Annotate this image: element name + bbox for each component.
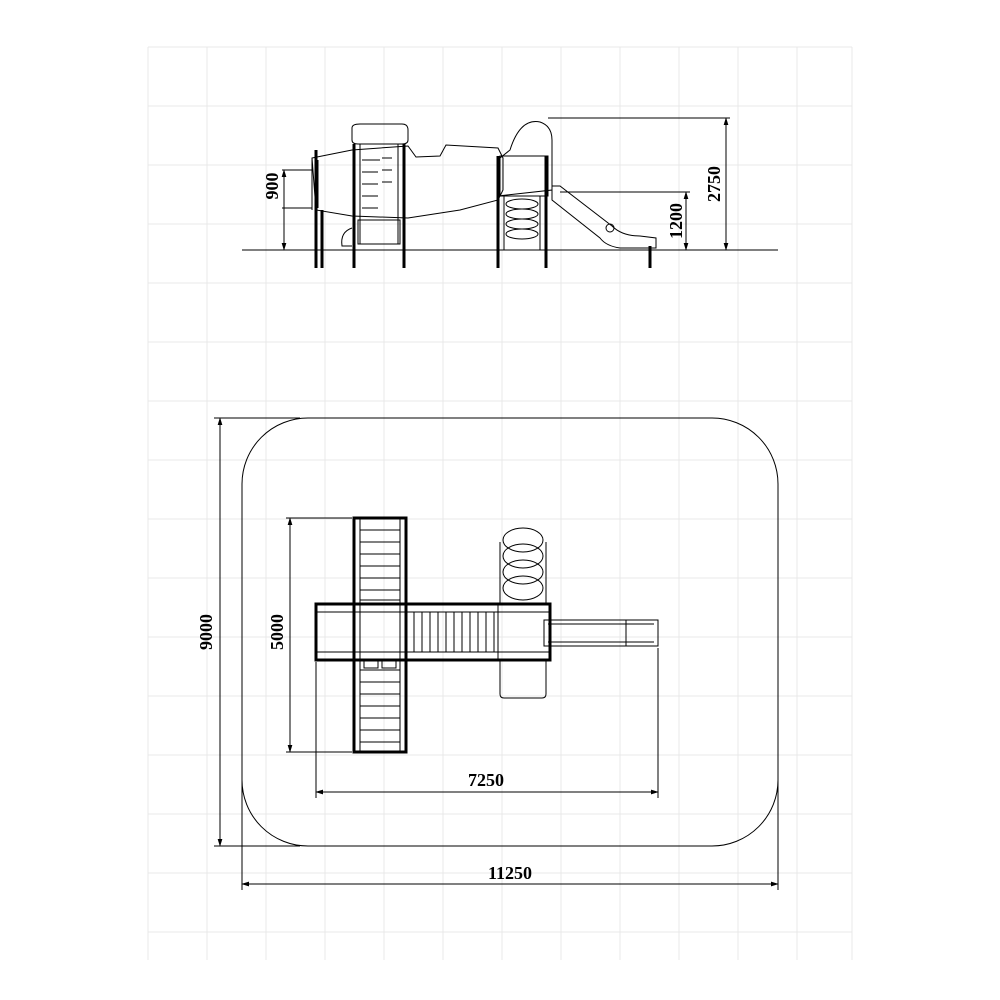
plane-tail <box>497 121 553 197</box>
plan-wing <box>352 516 408 754</box>
plan-handrail <box>499 660 547 699</box>
dimension-900: 900 <box>262 173 282 200</box>
plan-view: 5000 7250 9000 11250 <box>196 417 779 890</box>
elevation-view: 900 1200 2750 <box>242 117 778 268</box>
plane-fuselage <box>311 144 504 219</box>
dimension-11250: 11250 <box>488 863 532 883</box>
plan-slide <box>543 619 659 647</box>
climbing-holds <box>362 157 392 209</box>
plan-deck <box>314 602 552 662</box>
plan-tunnel <box>499 527 547 604</box>
dimension-1200: 1200 <box>666 203 686 239</box>
dimension-5000: 5000 <box>267 614 287 650</box>
wing-top <box>351 123 409 145</box>
dimension-2750: 2750 <box>704 166 724 202</box>
background-grid <box>147 46 853 960</box>
safety-zone <box>241 417 779 847</box>
slide <box>551 185 657 249</box>
dimension-7250: 7250 <box>468 770 504 790</box>
tunnel-rings <box>505 198 539 240</box>
dimension-9000: 9000 <box>196 614 216 650</box>
